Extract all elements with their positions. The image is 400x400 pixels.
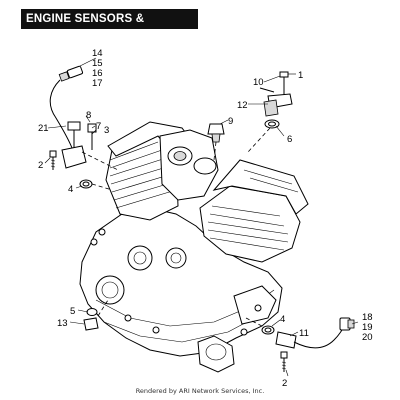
callout-18: 18 <box>362 312 373 323</box>
sensor-lower-right <box>245 317 355 372</box>
callout-9: 9 <box>228 116 233 127</box>
callout-7: 7 <box>96 121 101 132</box>
callout-19: 19 <box>362 322 373 333</box>
callout-5: 5 <box>70 306 75 317</box>
callout-16: 16 <box>92 68 103 79</box>
callout-15: 15 <box>92 58 103 69</box>
callout-labels: 14 15 16 17 21 8 7 3 2 4 9 10 1 12 6 5 1… <box>38 48 373 389</box>
callout-13: 13 <box>57 318 68 329</box>
callout-11: 11 <box>299 328 309 339</box>
callout-1: 1 <box>298 70 303 81</box>
callout-4-left: 4 <box>68 184 73 195</box>
leader-lines <box>44 57 359 377</box>
footer-credit: Rendered by ARI Network Services, Inc. <box>135 387 265 395</box>
drain-plug-lower-left <box>83 299 109 331</box>
callout-12: 12 <box>237 100 248 111</box>
callout-10: 10 <box>253 77 264 88</box>
bolt-upper-left <box>49 150 57 170</box>
callout-3: 3 <box>104 125 109 136</box>
oil-pressure-sender <box>207 123 225 161</box>
callout-8: 8 <box>86 110 91 121</box>
sensor-bolts-left <box>61 121 119 171</box>
callout-17: 17 <box>92 78 103 89</box>
callout-6: 6 <box>287 134 292 145</box>
callout-14: 14 <box>92 48 103 59</box>
callout-20: 20 <box>362 332 373 343</box>
callout-21: 21 <box>38 123 49 134</box>
diagram-title: ENGINE SENSORS & SWITCHES <box>21 9 198 45</box>
engine-assembly <box>79 121 309 373</box>
callout-4-right: 4 <box>280 314 285 325</box>
callout-2-lower: 2 <box>282 378 287 389</box>
o-ring-left <box>79 179 113 191</box>
callout-2-upper: 2 <box>38 160 43 171</box>
sensor-harness-upper-left <box>49 65 84 157</box>
